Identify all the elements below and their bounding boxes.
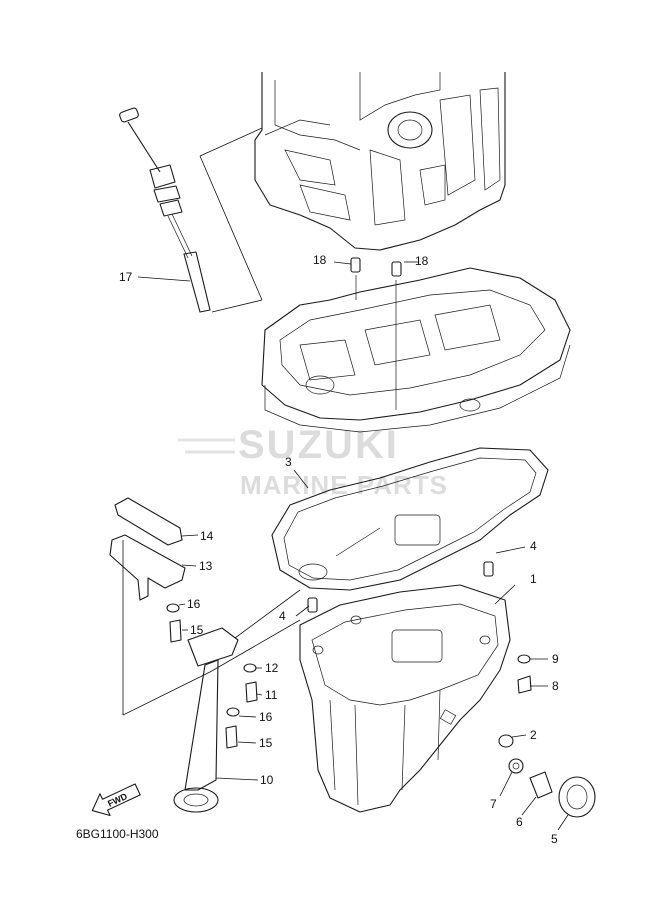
oil-pan-drawing	[299, 584, 511, 813]
label-part-14: 14	[200, 529, 214, 543]
label-part-7: 7	[490, 797, 497, 811]
label-part-17: 17	[119, 270, 133, 284]
label-part-5: 5	[551, 832, 558, 846]
oil-strainer-drawing	[122, 540, 301, 813]
engine-block-drawing	[254, 72, 506, 251]
label-part-12: 12	[265, 661, 279, 675]
label-part-15b: 15	[259, 736, 273, 750]
watermark: SUZUKI MARINE PARTS	[178, 423, 448, 500]
part-number-labels: 17 18 18 3 4 4 1 2 9 8 7 6 5 14 13 16 15…	[119, 253, 559, 846]
bolt-washer-drawing	[517, 654, 532, 694]
label-part-10: 10	[260, 773, 274, 787]
label-part-13: 13	[199, 559, 213, 573]
label-part-15a: 15	[190, 623, 204, 637]
engine-holder-drawing	[261, 267, 571, 433]
watermark-sub: MARINE PARTS	[240, 470, 448, 500]
leader-lines	[137, 261, 569, 831]
label-part-6: 6	[516, 815, 523, 829]
label-part-3: 3	[285, 455, 292, 469]
label-part-8: 8	[552, 679, 559, 693]
label-part-1: 1	[530, 572, 537, 586]
label-part-16a: 16	[187, 597, 201, 611]
label-part-18a: 18	[313, 253, 327, 267]
label-part-4a: 4	[279, 609, 286, 623]
pan-dowels-drawing	[307, 561, 494, 613]
label-part-18b: 18	[415, 254, 429, 268]
small-gasket-drawing	[109, 497, 186, 643]
gasket-drawing	[271, 447, 549, 591]
label-part-16b: 16	[259, 710, 273, 724]
label-part-9: 9	[552, 652, 559, 666]
label-part-4b: 4	[530, 539, 537, 553]
dowels-drawing	[350, 257, 402, 410]
watermark-brand: SUZUKI	[238, 423, 399, 467]
fwd-label: FWD	[106, 791, 129, 809]
dipstick-drawing	[119, 107, 263, 313]
fwd-arrow: FWD	[91, 783, 141, 817]
diagram-code: 6BG1100-H300	[76, 827, 159, 841]
label-part-11: 11	[265, 688, 278, 702]
drain-plug-drawing	[498, 734, 596, 818]
label-part-2: 2	[530, 728, 537, 742]
